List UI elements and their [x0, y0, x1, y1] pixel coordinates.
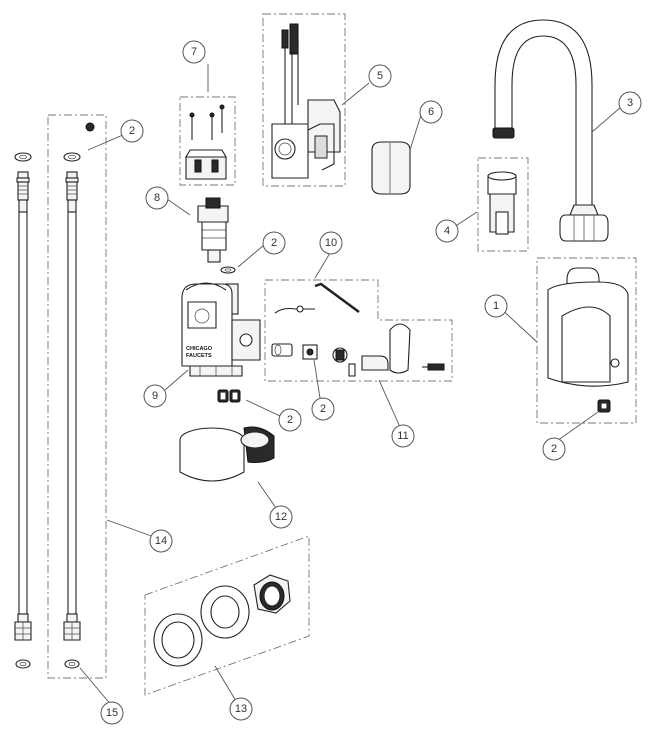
callout-2: 2: [542, 437, 566, 461]
svg-text:12: 12: [275, 511, 287, 523]
valve-parts: [271, 323, 445, 377]
callout-10: 10: [319, 231, 343, 255]
svg-text:2: 2: [287, 414, 293, 426]
aerator-insert: [487, 171, 517, 235]
callout-14: 14: [149, 529, 173, 553]
svg-text:2: 2: [129, 125, 135, 137]
svg-text:2: 2: [271, 237, 277, 249]
cartridge: [197, 197, 229, 263]
callouts: 2 7 5 6 3 4 8 2: [100, 40, 642, 725]
callout-2: 2: [120, 119, 144, 143]
brand-line-1: CHICAGO: [186, 346, 213, 352]
spout: [492, 19, 609, 242]
small-washer: [220, 266, 236, 274]
housing: [547, 267, 629, 387]
cap-nut: [597, 399, 611, 413]
svg-text:9: 9: [152, 390, 158, 402]
svg-text:2: 2: [551, 443, 557, 455]
sensor-module-box: [262, 13, 346, 187]
svg-text:1: 1: [493, 300, 499, 312]
mounting-kit: [153, 574, 291, 667]
callout-9: 9: [143, 384, 167, 408]
valve-parts-box: [264, 279, 453, 382]
svg-text:6: 6: [428, 106, 434, 118]
valve-body: CHICAGO FAUCETS: [181, 282, 261, 377]
grouping-boxes: [47, 13, 637, 696]
callout-1: 1: [484, 294, 508, 318]
brand-line-2: FAUCETS: [186, 353, 212, 359]
callout-2: 2: [278, 408, 302, 432]
svg-text:10: 10: [325, 237, 337, 249]
callout-5: 5: [368, 64, 392, 88]
svg-text:2: 2: [320, 403, 326, 415]
callout-13: 13: [229, 697, 253, 721]
escutcheon-body: [179, 426, 275, 482]
supply-hose-left: [14, 152, 32, 669]
callout-12: 12: [269, 505, 293, 529]
svg-text:4: 4: [444, 225, 450, 237]
hose-assembly-box: [47, 114, 107, 679]
housing-box: [536, 257, 637, 424]
callout-6: 6: [419, 100, 443, 124]
callout-4: 4: [435, 219, 459, 243]
callout-3: 3: [618, 91, 642, 115]
svg-text:11: 11: [397, 430, 408, 442]
screw-kit-box: [179, 96, 236, 186]
svg-text:14: 14: [155, 535, 167, 547]
callout-11: 11: [391, 424, 415, 448]
svg-text:15: 15: [106, 707, 118, 719]
svg-text:5: 5: [377, 70, 383, 82]
callout-2: 2: [311, 397, 335, 421]
screen-filter: [85, 122, 95, 132]
callout-7: 7: [182, 40, 206, 64]
sensor-module: [271, 23, 341, 179]
callout-15: 15: [100, 701, 124, 725]
mounting-kit-box: [144, 535, 310, 696]
svg-text:8: 8: [154, 192, 160, 204]
callout-8: 8: [145, 186, 169, 210]
supply-hose-right: [63, 152, 81, 669]
hex-key-and-tool: [274, 282, 360, 314]
screw-kit: [185, 104, 227, 180]
leader-lines: [79, 64, 622, 707]
svg-text:7: 7: [191, 46, 197, 58]
check-valves: [217, 389, 241, 403]
svg-text:3: 3: [627, 97, 633, 109]
aerator-box: [477, 157, 529, 252]
plug-cover: [371, 141, 411, 195]
callout-2: 2: [262, 231, 286, 255]
svg-text:13: 13: [235, 703, 247, 715]
